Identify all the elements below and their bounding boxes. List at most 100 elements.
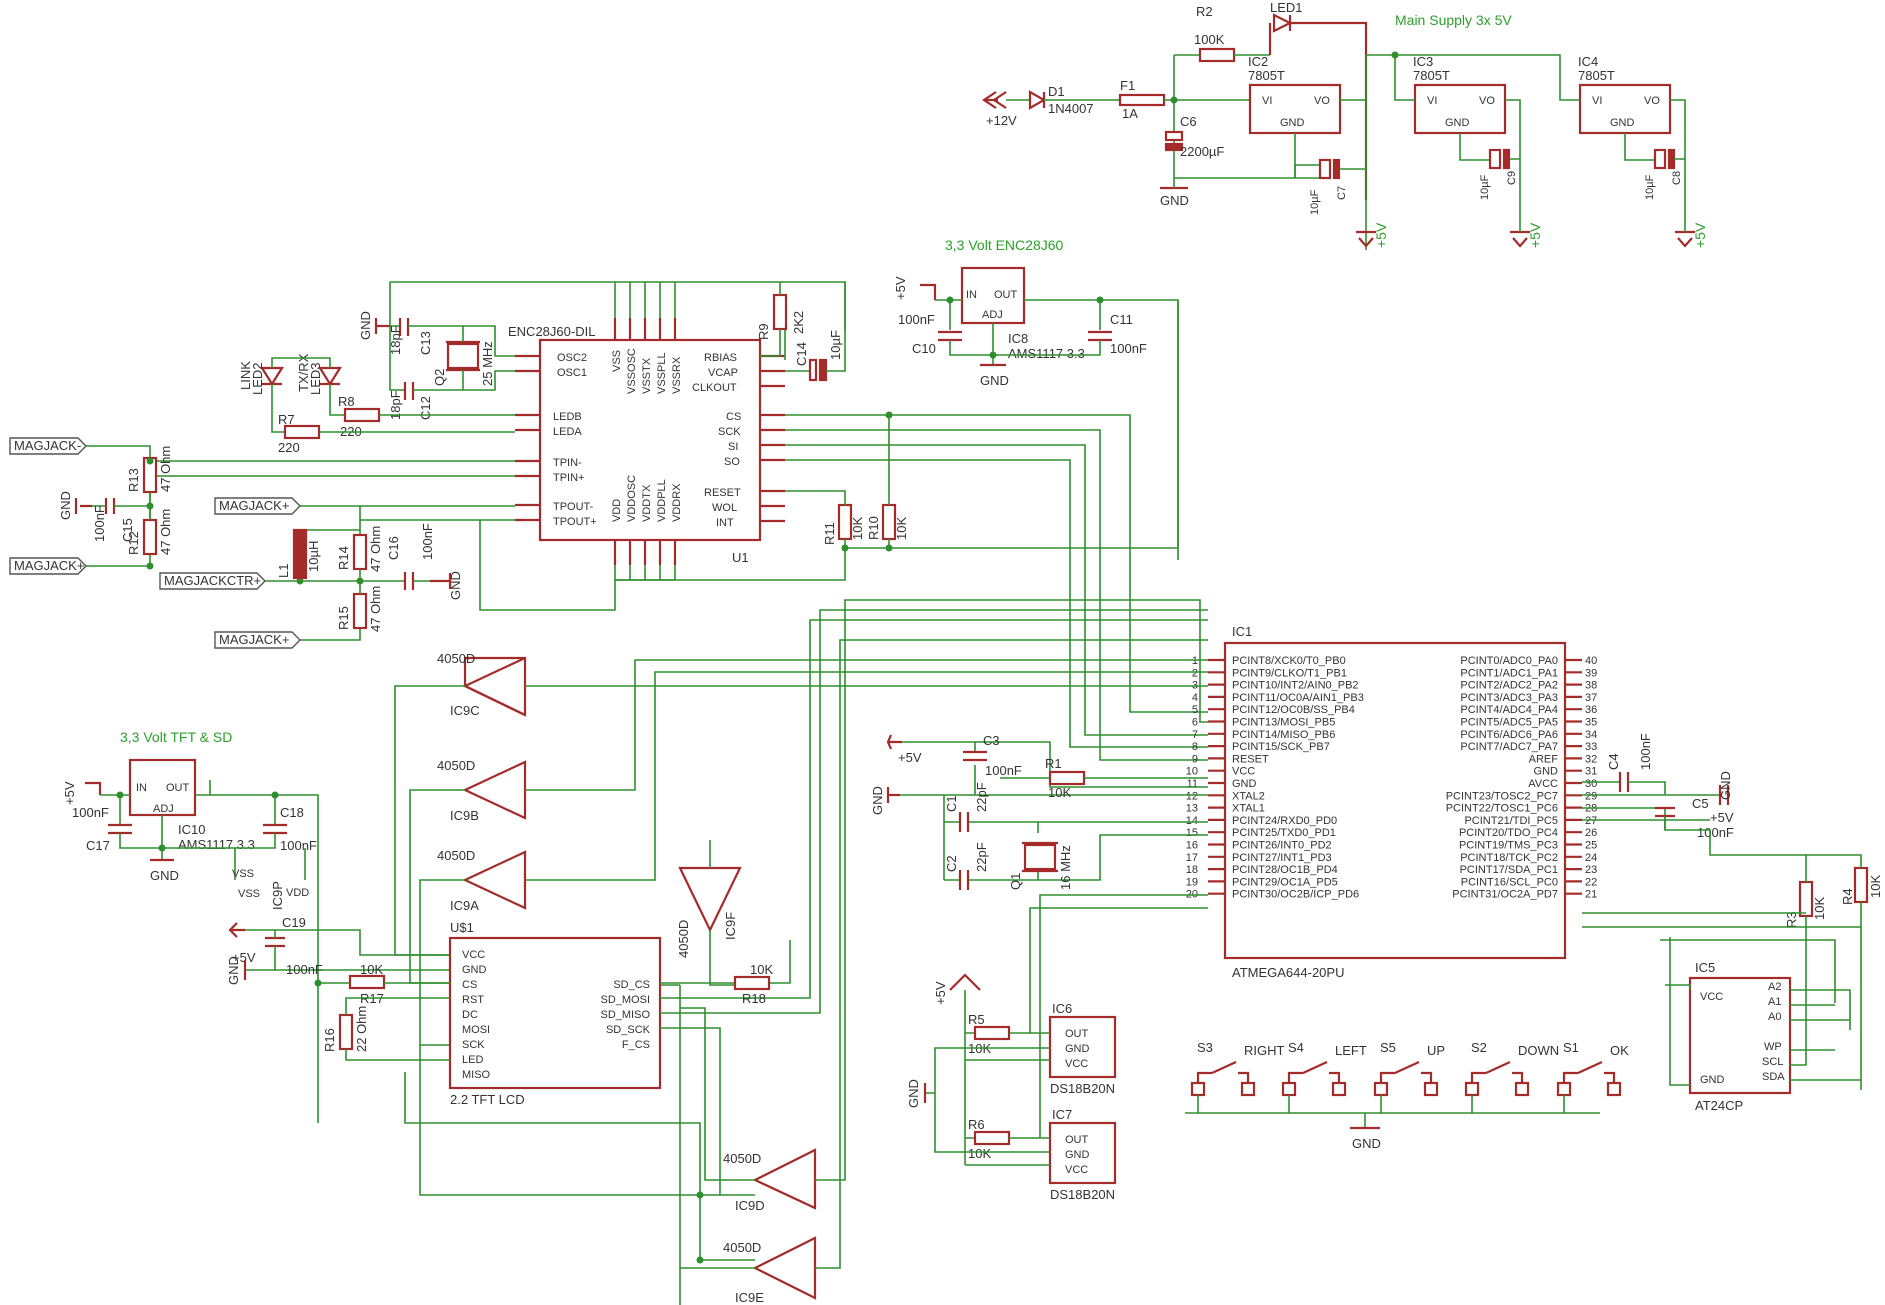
r12-resistor	[142, 518, 158, 556]
mcu-pin-number: 7	[1192, 729, 1198, 741]
svg-text:10µF: 10µF	[1479, 174, 1491, 200]
r14-resistor	[352, 533, 368, 571]
r9-resistor	[772, 293, 788, 331]
mcu-pin-number: 37	[1585, 692, 1597, 704]
svg-text:R14: R14	[336, 546, 351, 570]
svg-text:VSS: VSS	[611, 350, 623, 372]
mcu-pin-label: PCINT14/MISO_PB6	[1232, 729, 1335, 741]
svg-text:C15: C15	[120, 518, 135, 542]
svg-text:10K: 10K	[894, 517, 909, 540]
mcu-pin-number: 11	[1187, 778, 1198, 790]
svg-text:4050D: 4050D	[437, 651, 475, 666]
mcu-pin-label: PCINT24/RXD0_PD0	[1232, 815, 1337, 827]
tft-pin-label: MOSI	[462, 1024, 490, 1036]
mcu-pin-label: AREF	[1529, 753, 1559, 765]
mcu-pin-label: PCINT3/ADC3_PA3	[1460, 692, 1558, 704]
reg-ic2: IC2 7805T VI VO GND	[1248, 54, 1342, 135]
led1-diode	[1272, 13, 1293, 33]
svg-text:IC7: IC7	[1052, 1107, 1072, 1122]
svg-text:100nF: 100nF	[72, 805, 109, 820]
svg-text:VSS: VSS	[232, 868, 254, 880]
p12v-label: +12V	[986, 113, 1017, 128]
svg-text:C8: C8	[1671, 171, 1683, 185]
svg-text:R10: R10	[866, 516, 881, 540]
svg-text:4050D: 4050D	[437, 848, 475, 863]
mcu-pin-label: GND	[1232, 778, 1257, 790]
svg-text:+5V: +5V	[1373, 222, 1389, 248]
mcu-pin-number: 35	[1585, 717, 1597, 729]
mcu-pin-label: PCINT9/CLKO/T1_PB1	[1232, 667, 1347, 679]
svg-text:VCC: VCC	[1700, 991, 1723, 1003]
svg-text:IC6: IC6	[1052, 1001, 1072, 1016]
p12v-supply-symbol	[982, 91, 1007, 109]
svg-text:AMS1117 3.3: AMS1117 3.3	[178, 837, 255, 852]
svg-text:R5: R5	[968, 1012, 985, 1027]
svg-text:U$1: U$1	[450, 920, 474, 935]
svg-text:IC3: IC3	[1413, 54, 1433, 69]
svg-text:MAGJACK+: MAGJACK+	[219, 632, 289, 647]
svg-text:R13: R13	[126, 468, 141, 492]
l1-inductor	[292, 528, 308, 580]
c9-capacitor	[1488, 148, 1502, 170]
svg-text:C5: C5	[1692, 796, 1709, 811]
svg-text:DS18B20N: DS18B20N	[1050, 1187, 1115, 1202]
svg-text:IC9F: IC9F	[723, 912, 738, 940]
tft-pin-label: SD_MISO	[600, 1009, 650, 1021]
ic10-regulator	[128, 758, 197, 817]
tft-supply-note: 3,3 Volt TFT & SD	[120, 729, 232, 745]
svg-text:IC9P: IC9P	[270, 881, 285, 910]
mcu-pin-label: PCINT17/SDA_PC1	[1460, 864, 1558, 876]
svg-text:MAGJACK+: MAGJACK+	[14, 558, 84, 573]
svg-text:INT: INT	[716, 517, 734, 529]
svg-text:VSS: VSS	[238, 888, 260, 900]
svg-text:GND: GND	[1065, 1043, 1090, 1055]
svg-text:DS18B20N: DS18B20N	[1050, 1081, 1115, 1096]
svg-text:C16: C16	[386, 536, 401, 560]
svg-text:R6: R6	[968, 1117, 985, 1132]
mcu-pin-number: 17	[1186, 852, 1198, 864]
svg-text:VO: VO	[1479, 95, 1495, 107]
magjackctr-port	[159, 572, 266, 590]
svg-text:IC8: IC8	[1008, 331, 1028, 346]
svg-text:+5V: +5V	[1692, 222, 1708, 248]
svg-text:TPIN-: TPIN-	[553, 457, 582, 469]
mcu-pin-label: PCINT27/INT1_PD3	[1232, 852, 1332, 864]
r18-resistor	[733, 975, 771, 991]
mcu-pin-label: PCINT30/OC2B/ICP_PD6	[1232, 889, 1359, 901]
svg-text:OUT: OUT	[1065, 1028, 1089, 1040]
svg-text:WOL: WOL	[712, 502, 737, 514]
svg-text:R18: R18	[742, 991, 766, 1006]
switch-ref: S5	[1380, 1040, 1396, 1055]
r5-resistor	[973, 1025, 1011, 1041]
mcu-left-pin-labels: PCINT8/XCK0/T0_PB01PCINT9/CLKO/T1_PB12PC…	[1186, 655, 1364, 901]
tft-pin-label: F_CS	[622, 1039, 650, 1051]
svg-text:VDDTX: VDDTX	[641, 484, 653, 522]
svg-text:C4: C4	[1606, 753, 1621, 770]
mcu-pin-label: PCINT23/TOSC2_PC7	[1446, 790, 1558, 802]
main-supply-section: Main Supply 3x 5V +12V D1 1N4007 F1 1A R…	[982, 0, 1708, 250]
svg-text:TX/RX: TX/RX	[296, 353, 311, 392]
switch-ref: S4	[1288, 1040, 1304, 1055]
mcu-pin-number: 22	[1585, 876, 1597, 888]
svg-text:100nF: 100nF	[898, 312, 935, 327]
svg-text:2K2: 2K2	[791, 311, 806, 334]
mcu-pin-number: 38	[1585, 680, 1597, 692]
svg-text:R11: R11	[822, 522, 837, 545]
buffer-ic9d: 4050D IC9D	[723, 1148, 817, 1213]
svg-text:GND: GND	[1445, 117, 1470, 129]
svg-text:GND: GND	[150, 868, 179, 883]
r1-resistor	[1048, 770, 1086, 786]
ds18b20-ic7: IC7 OUT GND VCC DS18B20N	[1048, 1107, 1117, 1202]
svg-text:+5V: +5V	[933, 981, 948, 1005]
mcu-pin-label: PCINT20/TDO_PC4	[1459, 827, 1558, 839]
svg-text:10µF: 10µF	[828, 330, 843, 360]
tft-pin-label: LED	[462, 1054, 483, 1066]
svg-text:18pF: 18pF	[388, 390, 403, 420]
r2-value: 100K	[1194, 32, 1225, 47]
